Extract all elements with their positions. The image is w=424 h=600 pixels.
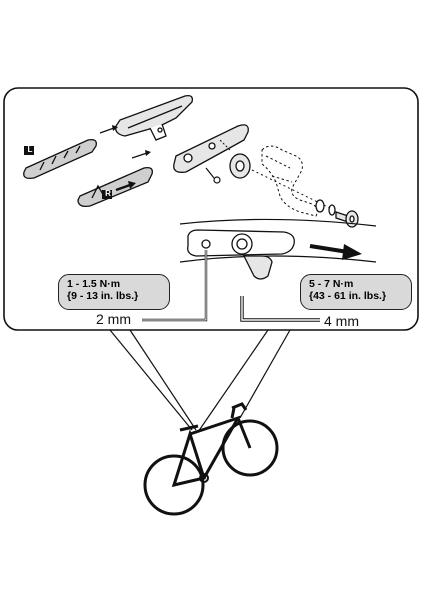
- fixing-screw-small: [205, 167, 221, 184]
- leader-line-right-2: [239, 329, 291, 419]
- pad-holder-middle: [173, 124, 249, 173]
- pad-holder-top: [115, 94, 193, 141]
- wrench-4mm-label: 4 mm: [324, 313, 359, 329]
- washer-right: [315, 199, 336, 216]
- arrow-to-right-pad: [131, 152, 148, 159]
- instruction-frame: [3, 87, 419, 331]
- leader-line-left: [109, 329, 193, 431]
- leader-line-left-2: [129, 329, 197, 431]
- installed-holder: [187, 229, 295, 280]
- torque-right-imperial: {43 - 61 in. lbs.}: [309, 290, 387, 302]
- direction-arrow: [309, 244, 349, 254]
- brake-pad-left: [23, 138, 97, 180]
- pad-right-label: R: [105, 189, 111, 198]
- pad-insert-arrow: [115, 183, 131, 192]
- torque-left-value: 1 - 1.5 N·m: [67, 278, 121, 290]
- pad-left-tag: [24, 146, 34, 155]
- washer-concave: [229, 153, 251, 179]
- pad-left-label: L: [27, 145, 33, 154]
- bicycle-icon: [143, 402, 279, 516]
- pad-right-tag: [102, 190, 112, 199]
- arrow-to-holder: [99, 127, 115, 134]
- torque-right-value: 5 - 7 N·m: [309, 278, 354, 290]
- rim-line-top: [179, 218, 377, 227]
- torque-spec-left: 1 - 1.5 N·m {9 - 13 in. lbs.}: [58, 274, 170, 310]
- rim-line-bottom: [179, 255, 377, 263]
- brake-arm-dashed: [261, 145, 318, 217]
- leader-line-right: [197, 329, 269, 433]
- torque-spec-right: 5 - 7 N·m {43 - 61 in. lbs.}: [300, 274, 412, 310]
- wrench-2mm-label: 2 mm: [96, 311, 131, 327]
- torque-left-imperial: {9 - 13 in. lbs.}: [67, 290, 139, 302]
